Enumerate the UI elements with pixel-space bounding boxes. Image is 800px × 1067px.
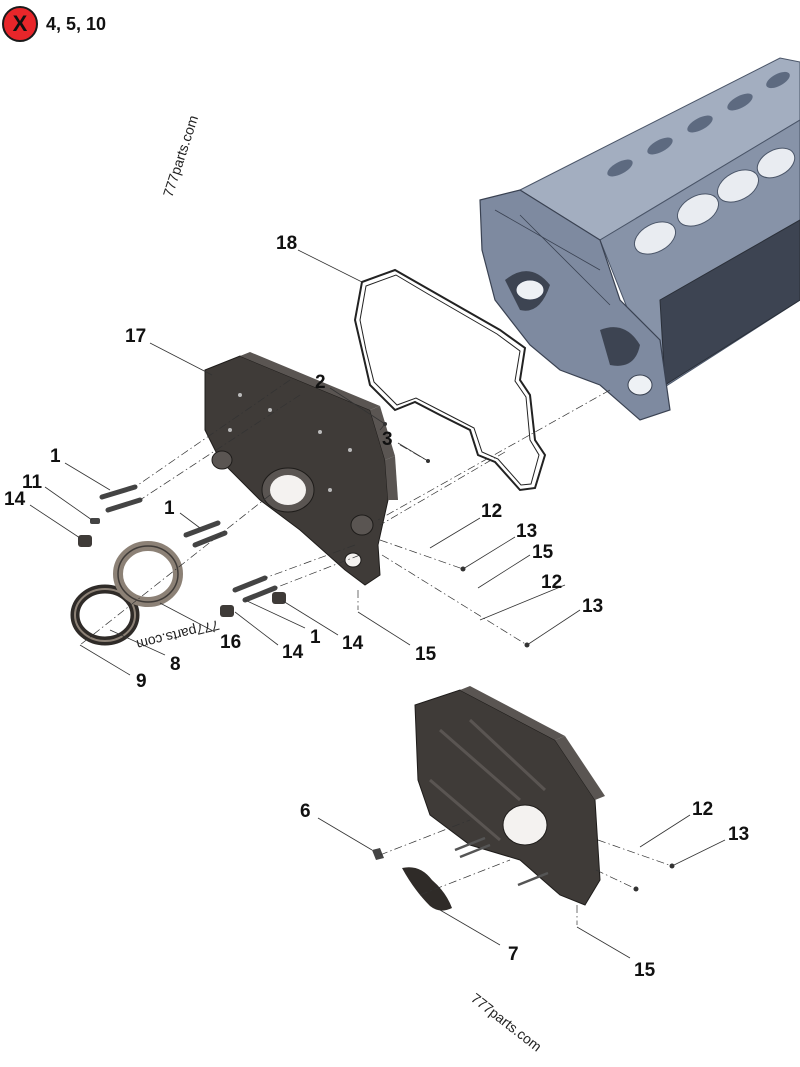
callout-14a: 14 [4, 489, 26, 510]
bolts-1 [99, 484, 278, 603]
callout-1a: 1 [50, 446, 61, 467]
bracket-7 [402, 867, 452, 911]
callout-12c: 12 [692, 799, 713, 820]
watermark-middle: 777parts.com [135, 617, 221, 653]
callout-15b: 15 [415, 644, 437, 665]
callout-1c: 1 [310, 627, 321, 648]
front-cover-plate-17 [204, 352, 398, 586]
callout-9: 9 [136, 671, 147, 692]
rear-cover-plate [414, 686, 605, 906]
not-included-legend: X 4, 5, 10 [2, 4, 106, 44]
callout-12b: 12 [541, 572, 562, 593]
callout-8: 8 [170, 654, 181, 675]
callout-13c: 13 [728, 824, 749, 845]
pin-11 [90, 518, 100, 524]
callout-14b: 14 [282, 642, 304, 663]
callout-15a: 15 [532, 542, 554, 563]
assembly-centerlines [79, 379, 673, 925]
engine-block [479, 57, 800, 421]
callout-13b: 13 [582, 596, 603, 617]
wear-ring-16 [113, 541, 183, 607]
callout-6: 6 [300, 801, 311, 822]
seal-8 [70, 584, 140, 646]
callout-11: 11 [22, 472, 43, 493]
red-x-circle-icon: X [2, 6, 38, 42]
callout-1b: 1 [164, 498, 175, 519]
callout-17: 17 [125, 326, 146, 347]
callout-13a: 13 [516, 521, 537, 542]
callout-18: 18 [276, 233, 297, 254]
callout-labels: 18 17 2 3 1 11 14 1 12 13 15 12 13 16 14… [4, 233, 749, 981]
fitting-6 [372, 848, 384, 860]
watermark-bottom: 777parts.com [468, 990, 545, 1055]
watermark-top: 777parts.com [160, 113, 201, 199]
callout-7: 7 [508, 944, 519, 965]
callout-15c: 15 [634, 960, 656, 981]
callout-16: 16 [220, 632, 241, 653]
leader-lines [29, 249, 726, 959]
callout-3: 3 [382, 429, 393, 450]
callout-2: 2 [315, 372, 326, 393]
callout-12a: 12 [481, 501, 502, 522]
gasket-18 [353, 268, 547, 492]
x-symbol: X [12, 11, 28, 36]
callout-14c: 14 [342, 633, 364, 654]
dowels-14 [78, 535, 286, 617]
excluded-items-list: 4, 5, 10 [46, 13, 107, 34]
